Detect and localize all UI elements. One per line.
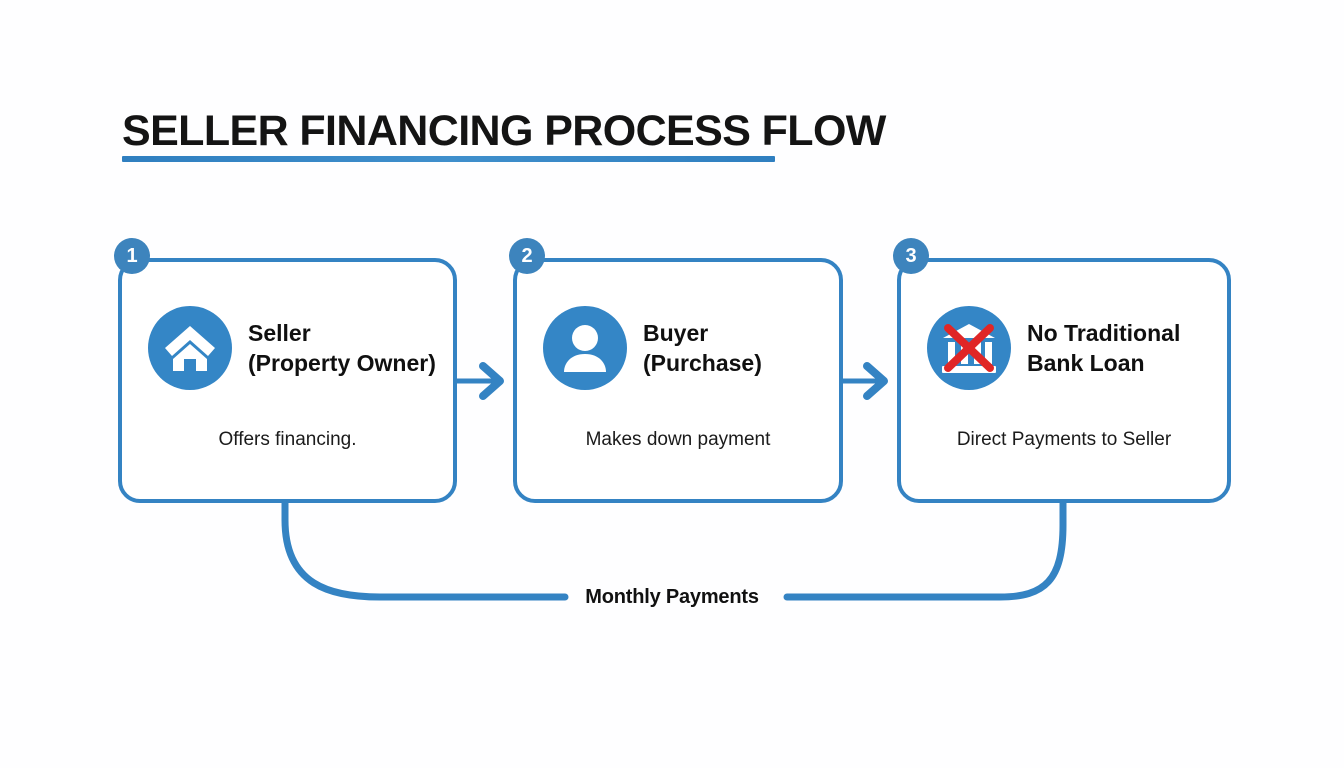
title-block: SELLER FINANCING PROCESS FLOW [122, 106, 886, 162]
house-icon [148, 306, 232, 390]
arrow-right-icon-1 [457, 362, 504, 400]
step-card-buyer[interactable]: 2 Buyer (Purchase) Makes down payment [509, 238, 843, 503]
card-description: Offers financing. [218, 429, 357, 450]
card-title: No Traditional Bank Loan [1027, 318, 1180, 378]
card-description: Direct Payments to Seller [956, 429, 1172, 450]
card-title-line2: Bank Loan [1027, 350, 1145, 376]
card-header: No Traditional Bank Loan [927, 306, 1180, 390]
bank-crossed-out-icon [927, 306, 1011, 390]
loop-path-left [281, 499, 569, 601]
title-underline [122, 156, 775, 162]
person-icon [543, 306, 627, 390]
loop-label: Monthly Payments [585, 586, 759, 608]
card-title: Buyer (Purchase) [643, 318, 762, 378]
page-title: SELLER FINANCING PROCESS FLOW [122, 107, 886, 155]
card-description: Makes down payment [585, 429, 771, 450]
card-title: Seller (Property Owner) [248, 318, 436, 378]
card-header: Seller (Property Owner) [148, 306, 436, 390]
loop-path-right [783, 499, 1067, 601]
step-badge-1: 1 [114, 238, 150, 274]
step-card-no-bank-loan[interactable]: 3 No Traditi [893, 238, 1231, 503]
arrow-right-icon-2 [843, 362, 888, 400]
step-badge-2: 2 [509, 238, 545, 274]
card-title-line1: No Traditional [1027, 320, 1181, 346]
card-title-line2: (Property Owner) [248, 350, 436, 376]
card-header: Buyer (Purchase) [543, 306, 762, 390]
card-title-line2: (Purchase) [643, 350, 762, 376]
step-badge-3: 3 [893, 238, 929, 274]
step-card-seller[interactable]: 1 Seller (Property Owner) Offers financi… [114, 238, 457, 503]
card-title-line1: Buyer [643, 320, 709, 346]
card-title-line1: Seller [248, 320, 311, 346]
